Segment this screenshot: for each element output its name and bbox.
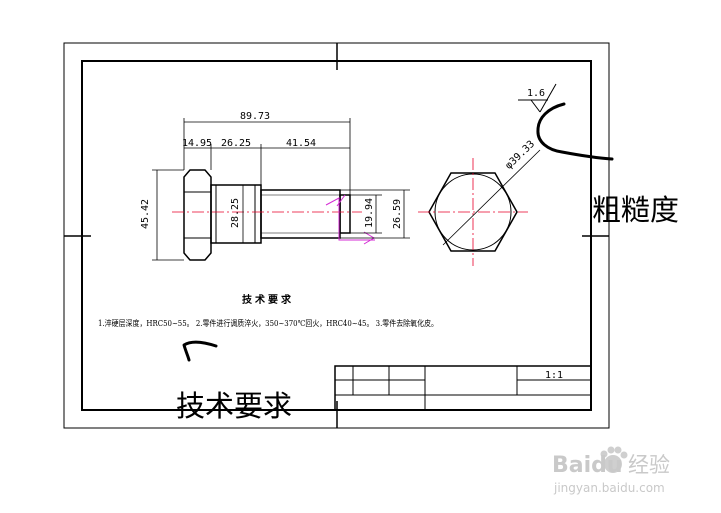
watermark-brand-cn: 经验	[628, 453, 670, 477]
dim-thread-length: 41.54	[286, 138, 316, 149]
bolt-end-view	[418, 149, 541, 266]
tech-req-pointer-stroke	[182, 340, 218, 362]
dim-body-diameter: 28.25	[230, 198, 241, 228]
dim-head-length: 14.95	[182, 138, 212, 149]
tech-req-text: 1.淬硬层深度，HRC50~55。 2.零件进行调质淬火，350~370℃回火，…	[98, 318, 438, 328]
tech-req-title: 技术要求	[242, 293, 294, 306]
tech-req-handwritten-label: 技术要求	[176, 389, 292, 423]
bolt-side-view	[172, 169, 375, 261]
dim-thread-diameter: 26.59	[392, 199, 403, 229]
title-block-scale: 1:1	[545, 370, 563, 381]
roughness-symbol	[518, 83, 557, 113]
dim-overall-length: 89.73	[240, 111, 270, 122]
sheet-inner-border	[81, 60, 592, 411]
dimension-lines	[152, 118, 410, 261]
baidu-watermark: Baidu 经验 jingyan.baidu.com	[552, 446, 670, 495]
dim-across-corners: φ39.33	[503, 139, 537, 172]
dim-neck-length: 26.25	[221, 138, 251, 149]
roughness-value: 1.6	[527, 88, 545, 99]
dim-head-height: 45.42	[140, 199, 151, 229]
watermark-url: jingyan.baidu.com	[553, 481, 665, 495]
sheet-outer-border	[63, 42, 610, 429]
dim-tip-diameter: 19.94	[364, 198, 375, 228]
watermark-brand: Baidu	[552, 453, 623, 478]
paw-logo-icon	[604, 455, 622, 473]
roughness-pointer-stroke	[536, 102, 614, 161]
handwritten-strokes	[182, 102, 614, 362]
title-block	[334, 365, 592, 411]
roughness-handwritten-label: 粗糙度	[592, 193, 679, 227]
centering-marks	[64, 43, 609, 428]
